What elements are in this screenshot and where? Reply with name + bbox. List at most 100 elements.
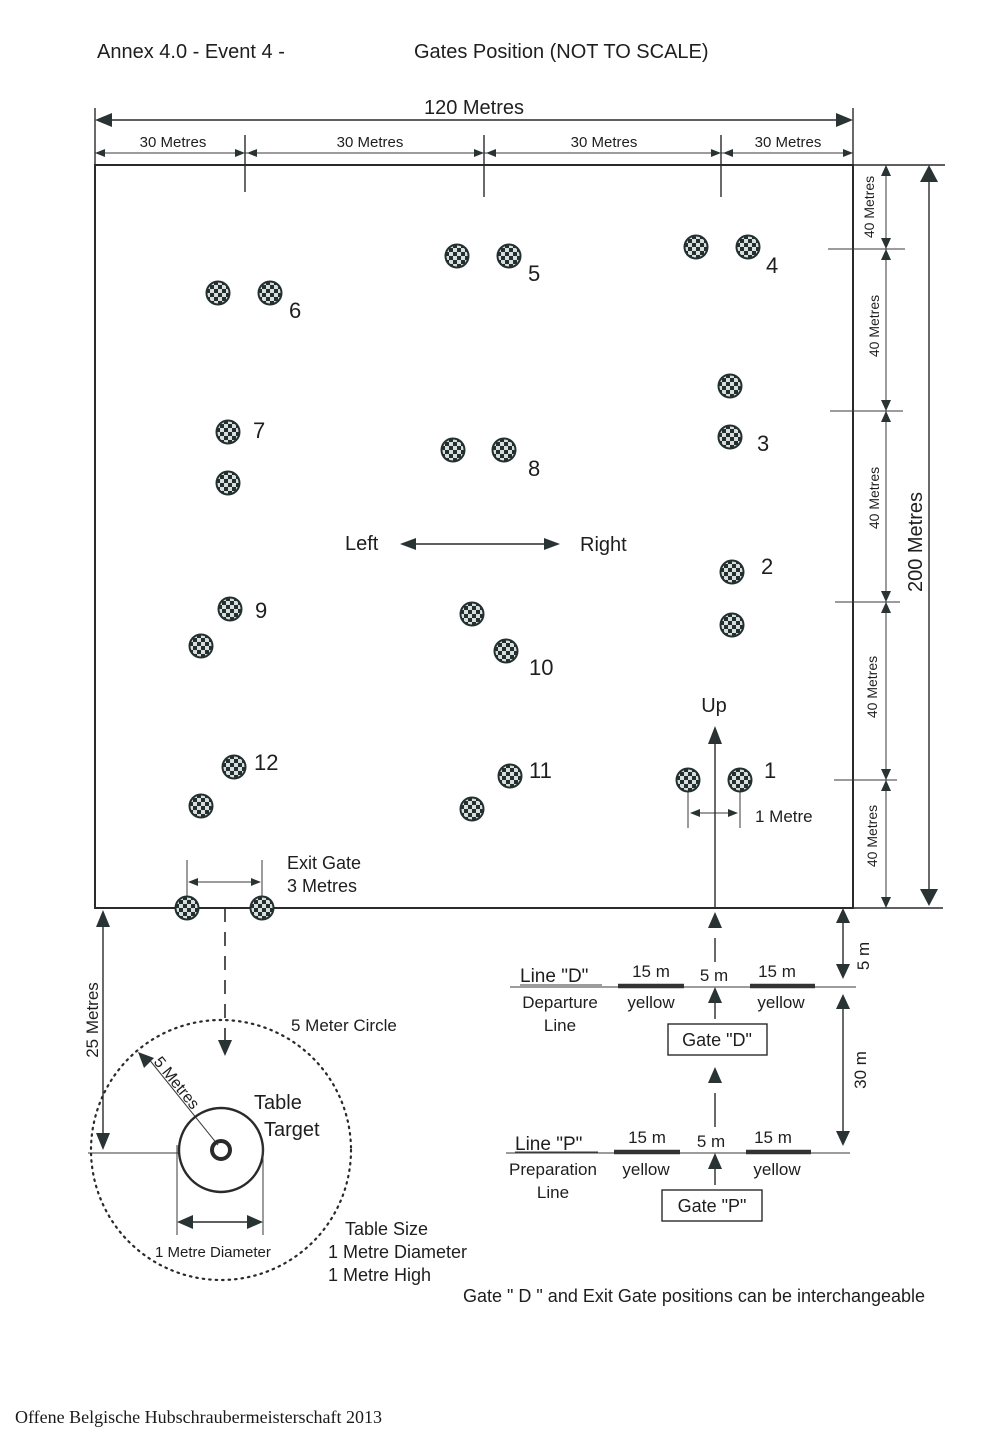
line-p-color-right: yellow	[753, 1160, 801, 1179]
left-label: Left	[345, 533, 379, 555]
table-size-height: 1 Metre High	[328, 1265, 431, 1285]
cone-icon	[497, 763, 523, 789]
gate-number: 5	[528, 261, 540, 286]
arrow-up-icon	[708, 726, 722, 744]
gate-8: 8	[440, 437, 540, 481]
diagram-title: Gates Position (NOT TO SCALE)	[414, 41, 709, 63]
arrowhead-down-icon	[920, 889, 938, 906]
exit-gate-label: Exit Gate	[287, 853, 361, 873]
cone-icon	[444, 243, 470, 269]
up-label: Up	[701, 695, 727, 717]
cone-icon	[440, 437, 466, 463]
gate-4: 4	[683, 234, 778, 278]
gate-12: 12	[188, 750, 278, 819]
table-circle	[177, 1106, 265, 1194]
line-p-seg-mid: 5 m	[697, 1132, 725, 1151]
right-label: Right	[580, 534, 627, 556]
gate-6: 6	[205, 280, 301, 323]
line-p-desc-2: Line	[537, 1183, 569, 1202]
right-segment-label-3: 40 Metres	[866, 467, 882, 529]
line-p-color-left: yellow	[622, 1160, 670, 1179]
height-dimension: 200 Metres	[905, 165, 938, 906]
cone-icon	[496, 243, 522, 269]
footer-text: Offene Belgische Hubschraubermeisterscha…	[15, 1407, 382, 1427]
gate-11: 11	[459, 758, 552, 822]
exit-gate-width-label: 3 Metres	[287, 876, 357, 896]
cone-icon	[215, 419, 241, 445]
gate-p-label: Gate "P"	[678, 1196, 747, 1216]
line-d-color-right: yellow	[757, 993, 805, 1012]
lines-dimensions: 5 m 30 m	[836, 908, 873, 1146]
line-p-seg-left: 15 m	[628, 1128, 666, 1147]
diameter-label: 1 Metre Diameter	[155, 1244, 271, 1261]
right-segment-dimensions: 40 Metres 40 Metres 40 Metres 40 Metres …	[828, 164, 945, 909]
right-segment-label-4: 40 Metres	[864, 656, 880, 718]
cone-icon	[205, 280, 231, 306]
total-width-label: 120 Metres	[424, 97, 524, 119]
segment-dimensions: 30 Metres 30 Metres 30 Metres 30 Metres	[95, 134, 853, 197]
cone-icon	[188, 793, 214, 819]
left-right-direction: Left Right	[345, 533, 627, 556]
gate-number: 3	[757, 431, 769, 456]
line-p-seg-right: 15 m	[754, 1128, 792, 1147]
gate-number: 10	[529, 655, 553, 680]
target-area: 5 Meter Circle 5 Metres Table Target 1 M…	[89, 1016, 397, 1282]
gate-3: 3	[717, 373, 769, 456]
gate-number: 11	[529, 758, 552, 783]
line-p: Line "P" Preparation Line 15 m 5 m 15 m …	[506, 1128, 850, 1222]
line-d-desc-2: Line	[544, 1016, 576, 1035]
gate-10: 10	[459, 601, 553, 680]
field-to-line-d-label: 5 m	[854, 942, 873, 970]
gate-9: 9	[188, 596, 267, 659]
arrow-right-icon	[544, 538, 560, 550]
segment-label-3: 30 Metres	[571, 134, 638, 151]
cone-icon	[249, 895, 275, 921]
line-d-seg-left: 15 m	[632, 962, 670, 981]
field-boundary	[94, 164, 854, 909]
arrowhead-left-icon	[95, 113, 112, 127]
annex-label: Annex 4.0 - Event 4 -	[97, 41, 285, 63]
line-d-to-line-p-label: 30 m	[851, 1051, 870, 1089]
gate1-spacing-label: 1 Metre	[755, 807, 813, 826]
cone-icon	[493, 638, 519, 664]
line-d-color-left: yellow	[627, 993, 675, 1012]
exit-to-target-dimension: 25 Metres	[83, 910, 180, 1154]
up-direction: Up	[701, 695, 727, 908]
right-segment-label-2: 40 Metres	[866, 295, 882, 357]
segment-label-2: 30 Metres	[337, 134, 404, 151]
right-segment-label-1: 40 Metres	[861, 176, 877, 238]
cone-icon	[683, 234, 709, 260]
table-size-title: Table Size	[345, 1219, 428, 1239]
target-icon	[210, 1139, 232, 1161]
cone-icon	[717, 373, 743, 399]
cone-icon	[719, 559, 745, 585]
cone-icon	[727, 767, 753, 793]
cone-icon	[174, 895, 200, 921]
table-label: Table	[254, 1092, 302, 1114]
line-d-desc-1: Departure	[522, 993, 598, 1012]
line-d: Line "D" Departure Line 15 m 5 m 15 m ye…	[510, 962, 856, 1056]
table-size: Table Size 1 Metre Diameter 1 Metre High	[328, 1219, 467, 1285]
total-height-label: 200 Metres	[905, 492, 927, 592]
gate-approach-line	[708, 912, 722, 1185]
gate-d-box	[667, 1023, 768, 1056]
interchangeable-note: Gate " D " and Exit Gate positions can b…	[463, 1286, 925, 1306]
gate-5: 5	[444, 243, 540, 286]
gate-number: 8	[528, 456, 540, 481]
cone-icon	[717, 424, 743, 450]
cone-icon	[675, 767, 701, 793]
cone-icon	[735, 234, 761, 260]
target-label: Target	[264, 1119, 320, 1141]
gate-p-box	[661, 1189, 763, 1222]
gate-d-label: Gate "D"	[682, 1030, 752, 1050]
line-p-name: Line "P"	[515, 1134, 582, 1155]
arrow-down-icon	[218, 1040, 232, 1056]
gate-7: 7	[215, 418, 265, 496]
arrowhead-up-icon	[920, 165, 938, 182]
cone-icon	[719, 612, 745, 638]
gate-2: 2	[719, 554, 773, 638]
arrowhead-right-icon	[836, 113, 853, 127]
gate-number: 7	[253, 418, 265, 443]
cone-icon	[491, 437, 517, 463]
